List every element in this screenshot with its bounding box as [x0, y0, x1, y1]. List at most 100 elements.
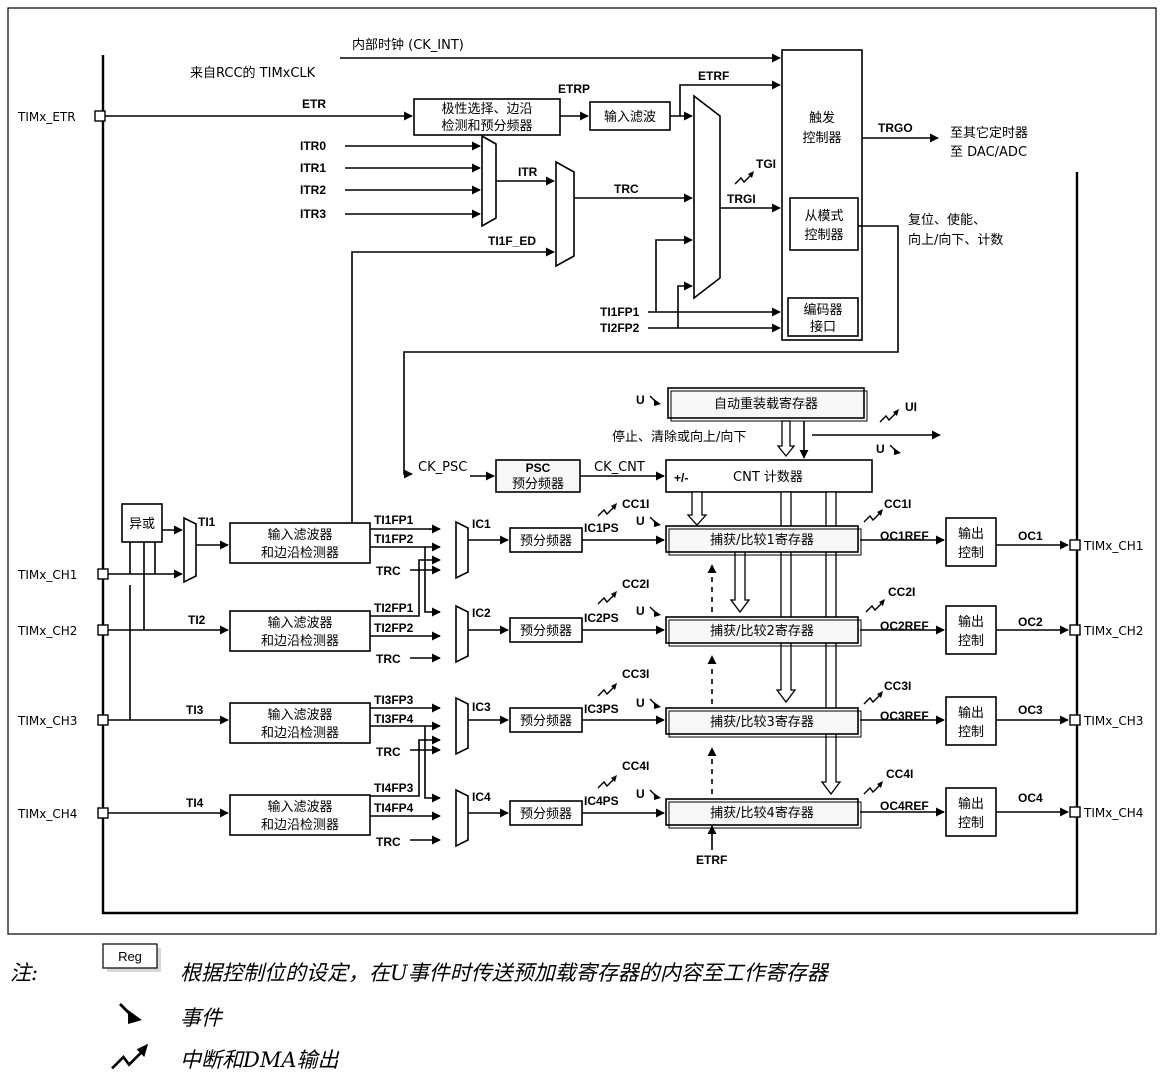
ch3-fp2-label: TI3FP4 — [374, 712, 414, 726]
ch2-fp1-cross — [370, 555, 441, 617]
cc3i-b-label: CC3I — [884, 679, 911, 693]
cnt-pm-label: +/- — [674, 471, 688, 485]
oc4-label: OC4 — [1018, 791, 1043, 805]
out3-label-1: 输出 — [958, 705, 984, 721]
ck-psc-label: CK_PSC — [418, 460, 467, 475]
cc1i-a-icon — [597, 502, 618, 517]
ck-cnt-label: CK_CNT — [594, 460, 645, 475]
ch2-trc-label: TRC — [376, 652, 401, 666]
ch3-filter-label-1: 输入滤波器 — [267, 707, 332, 723]
ch3-filter-block: 输入滤波器 和边沿检测器 — [229, 702, 371, 744]
trigger-label-1: 触发 — [809, 110, 835, 126]
slave-label-2: 控制器 — [804, 228, 843, 243]
ch3-fp2-cross — [424, 726, 441, 803]
ti1f-ed-label: TI1F_ED — [488, 234, 536, 248]
cc2i-b-icon — [865, 598, 886, 613]
ch3-in-pin — [97, 714, 109, 726]
cc1i-a-label: CC1I — [622, 497, 649, 511]
polarity-label-2: 检测和预分频器 — [441, 119, 532, 134]
psc-label-2: 预分频器 — [512, 477, 564, 492]
itr-label: ITR — [518, 165, 538, 179]
ccr2-block: 捕获/比较2寄存器 — [665, 616, 862, 647]
oc1ref-label: OC1REF — [880, 529, 929, 543]
etr-pin-label: TIMx_ETR — [17, 110, 76, 124]
out4-label-2: 控制 — [958, 816, 984, 831]
itr2-label: ITR2 — [300, 183, 326, 197]
ch1-prescaler-label: 预分频器 — [520, 534, 572, 549]
ti1fp1-top-label: TI1FP1 — [600, 305, 640, 319]
tgi-irq-icon — [734, 170, 755, 185]
ch4-fp1-label: TI4FP3 — [374, 781, 414, 795]
ic4-mux — [455, 788, 469, 848]
ch2-in-pin — [97, 624, 109, 636]
ui-irq-icon — [879, 408, 900, 423]
polarity-block — [413, 98, 561, 136]
ch1-in-label: TIMx_CH1 — [17, 568, 77, 582]
ch3-filter-label-2: 和边沿检测器 — [261, 726, 339, 741]
oc2-label: OC2 — [1018, 615, 1043, 629]
ch1-out-label: TIMx_CH1 — [1083, 539, 1143, 553]
ch2-fp1-label: TI2FP1 — [374, 601, 414, 615]
ccr4-block: 捕获/比较4寄存器 — [665, 798, 862, 829]
out4-label-1: 输出 — [958, 796, 984, 812]
ch2-out-label: TIMx_CH2 — [1083, 624, 1143, 638]
ch3-fp1-label: TI3FP3 — [374, 693, 414, 707]
ch2-out-pin — [1069, 624, 1081, 636]
ch3-in-label: TIMx_CH3 — [17, 714, 77, 728]
u3-label: U — [636, 696, 645, 710]
etr-pin — [94, 110, 106, 122]
cc4i-b-label: CC4I — [886, 767, 913, 781]
to-other-label-2: 至 DAC/ADC — [950, 145, 1027, 160]
ic3-label: IC3 — [472, 700, 491, 714]
arr-label: 自动重装载寄存器 — [714, 396, 818, 412]
ccr1-label: 捕获/比较1寄存器 — [710, 532, 814, 548]
ch3-prescaler-label: 预分频器 — [520, 714, 572, 729]
ch2-filter-label-1: 输入滤波器 — [267, 615, 332, 631]
etrf-to-trigger-line — [679, 80, 781, 116]
ch1-out-pin — [1069, 539, 1081, 551]
ch1-fp2-label: TI1FP2 — [374, 532, 414, 546]
ch4-prescaler-block: 预分频器 — [509, 800, 583, 826]
ic3-mux — [455, 696, 469, 756]
ch1-in-pin — [97, 568, 109, 580]
trgo-label: TRGO — [878, 121, 913, 135]
trc-label: TRC — [614, 182, 639, 196]
etr-label: ETR — [302, 97, 326, 111]
ic1-mux — [455, 520, 469, 580]
ch1-filter-label-1: 输入滤波器 — [267, 527, 332, 543]
ccr4-label: 捕获/比较4寄存器 — [710, 805, 814, 821]
etrf-label: ETRF — [698, 69, 729, 83]
out1-block: 输出 控制 — [945, 517, 997, 567]
slave-ctrl-line — [403, 225, 899, 479]
etr-input-filter-block — [589, 101, 671, 131]
encoder-label-1: 编码器 — [803, 303, 842, 318]
legend-irq-icon — [110, 1042, 150, 1070]
arr-block — [667, 387, 865, 419]
ti1-mux — [183, 516, 197, 584]
ic1-label: IC1 — [472, 517, 491, 531]
ti3-label: TI3 — [186, 703, 204, 717]
reset-label-1: 复位、使能、 — [908, 212, 986, 228]
outer-frame — [7, 7, 1157, 935]
ch2-filter-block: 输入滤波器 和边沿检测器 — [229, 610, 371, 652]
cc3i-a-label: CC3I — [622, 667, 649, 681]
itr3-label: ITR3 — [300, 207, 326, 221]
ti4-label: TI4 — [186, 796, 204, 810]
u4-label: U — [636, 787, 645, 801]
etrp-label: ETRP — [558, 82, 590, 96]
itr1-label: ITR1 — [300, 161, 326, 175]
xor-label: 异或 — [129, 517, 155, 532]
ch2-fp2-label: TI2FP2 — [374, 621, 414, 635]
encoder-label-2: 接口 — [810, 319, 836, 335]
out3-label-2: 控制 — [958, 725, 984, 740]
slave-mode-block — [789, 197, 859, 251]
ch4-in-pin — [97, 807, 109, 819]
ch1-trc-label: TRC — [376, 564, 401, 578]
ch1-filter-block: 输入滤波器 和边沿检测器 — [229, 522, 371, 564]
cc3i-b-icon — [863, 690, 884, 705]
ch3-out-label: TIMx_CH3 — [1083, 714, 1143, 728]
arr-block-shadow — [670, 390, 868, 422]
ti1f-ed-line — [351, 247, 555, 360]
ch4-fp2-label: TI4FP4 — [374, 801, 414, 815]
